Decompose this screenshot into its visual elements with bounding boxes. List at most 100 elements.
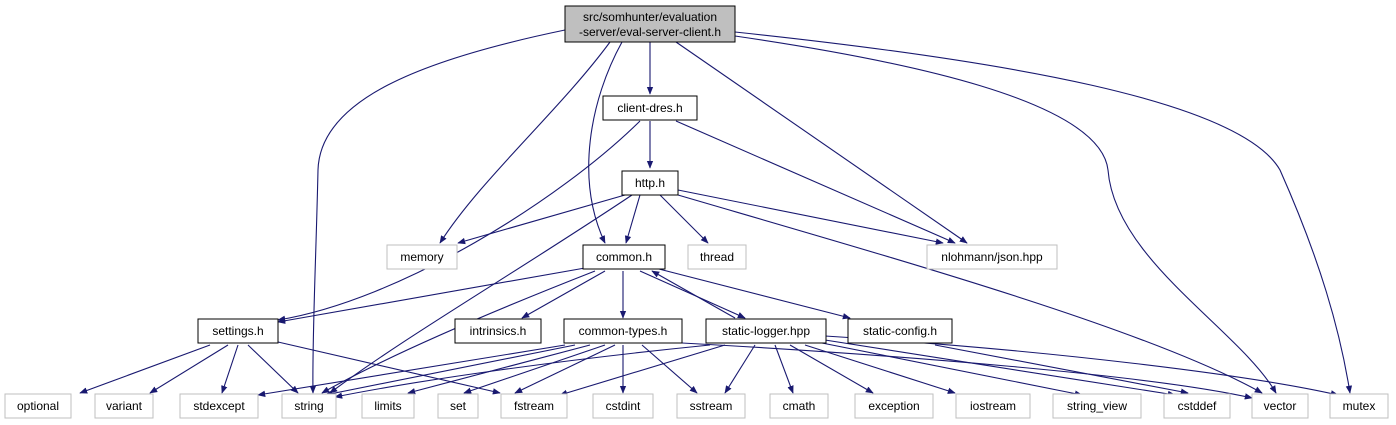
- node-cstddef[interactable]: cstddef: [1163, 393, 1231, 419]
- node-static-logger[interactable]: static-logger.hpp: [705, 318, 827, 344]
- nodes: src/somhunter/evaluation -server/eval-se…: [4, 5, 1389, 419]
- edge-settings-to-fstream: [277, 341, 501, 395]
- node-string-view-label: string_view: [1067, 399, 1127, 413]
- edge-common-to-string: [321, 270, 596, 394]
- node-static-config[interactable]: static-config.h: [847, 318, 953, 344]
- edge-static-logger-to-string-view: [821, 342, 1083, 397]
- node-thread-label: thread: [700, 250, 734, 264]
- node-iostream[interactable]: iostream: [955, 393, 1031, 419]
- edge-root-to-vector: [734, 35, 1277, 394]
- node-variant[interactable]: variant: [94, 393, 154, 419]
- node-vector-label: vector: [1264, 399, 1297, 413]
- node-fstream[interactable]: fstream: [500, 393, 568, 419]
- edge-root-to-string: [309, 29, 566, 394]
- node-memory-label: memory: [400, 250, 443, 264]
- node-optional[interactable]: optional: [4, 393, 72, 419]
- node-common-types-label: common-types.h: [579, 324, 668, 338]
- node-root-label-line2: -server/eval-server-client.h: [579, 25, 721, 39]
- edge-common-types-to-sstream: [641, 344, 698, 394]
- edge-static-logger-to-sstream: [724, 344, 756, 394]
- edge-static-logger-to-fstream: [559, 344, 726, 396]
- node-sstream[interactable]: sstream: [676, 393, 746, 419]
- node-settings-label: settings.h: [212, 324, 263, 338]
- edge-common-to-settings: [277, 267, 586, 324]
- edge-http-to-vector: [677, 194, 1263, 394]
- edge-http-to-string: [329, 194, 633, 394]
- node-common-label: common.h: [596, 250, 652, 264]
- node-mutex-label: mutex: [1343, 399, 1376, 413]
- node-sstream-label: sstream: [690, 399, 733, 413]
- node-stdexcept[interactable]: stdexcept: [179, 393, 259, 419]
- node-limits-label: limits: [374, 399, 401, 413]
- node-cmath[interactable]: cmath: [769, 393, 829, 419]
- node-cmath-label: cmath: [783, 399, 816, 413]
- edge-settings-to-optional: [79, 344, 211, 394]
- edge-client-dres-to-settings: [277, 120, 641, 322]
- node-thread[interactable]: thread: [687, 244, 747, 270]
- node-client-dres-label: client-dres.h: [617, 101, 682, 115]
- node-string-view[interactable]: string_view: [1052, 393, 1142, 419]
- node-common-types[interactable]: common-types.h: [563, 318, 683, 344]
- edge-client-dres-to-json: [675, 120, 956, 244]
- edge-static-logger-to-cstddef: [824, 339, 1176, 398]
- node-iostream-label: iostream: [970, 399, 1016, 413]
- edge-http-to-json: [677, 189, 944, 245]
- edge-settings-to-stdexcept: [221, 344, 239, 394]
- node-variant-label: variant: [106, 399, 143, 413]
- edge-common-types-to-vector: [681, 342, 1253, 400]
- node-http-label: http.h: [635, 176, 665, 190]
- node-exception[interactable]: exception: [854, 393, 934, 419]
- edge-root-to-json: [675, 41, 968, 244]
- edge-common-types-to-limits: [407, 344, 591, 395]
- node-vector[interactable]: vector: [1251, 393, 1309, 419]
- edge-settings-to-variant: [149, 344, 229, 394]
- node-json-label: nlohmann/json.hpp: [941, 250, 1043, 264]
- edge-http-to-memory: [457, 194, 626, 245]
- node-settings[interactable]: settings.h: [197, 318, 279, 344]
- node-client-dres[interactable]: client-dres.h: [602, 95, 698, 121]
- node-common[interactable]: common.h: [582, 244, 666, 270]
- edge-common-to-static-config: [654, 267, 851, 320]
- edges: [79, 29, 1353, 400]
- node-string[interactable]: string: [281, 393, 337, 419]
- node-root-label-line1: src/somhunter/evaluation: [583, 10, 717, 24]
- node-intrinsics[interactable]: intrinsics.h: [454, 318, 542, 344]
- edge-common-to-intrinsics: [521, 270, 606, 319]
- node-memory[interactable]: memory: [386, 244, 458, 270]
- node-mutex[interactable]: mutex: [1329, 393, 1389, 419]
- node-cstdint[interactable]: cstdint: [592, 393, 654, 419]
- node-fstream-label: fstream: [514, 399, 554, 413]
- node-set-label: set: [450, 399, 467, 413]
- node-exception-label: exception: [868, 399, 919, 413]
- node-string-label: string: [294, 399, 323, 413]
- edge-common-types-to-stdexcept: [257, 344, 566, 398]
- node-cstdint-label: cstdint: [606, 399, 641, 413]
- edge-static-logger-to-cmath: [774, 344, 794, 394]
- edge-static-logger-to-string: [334, 344, 711, 399]
- node-root[interactable]: src/somhunter/evaluation -server/eval-se…: [564, 5, 736, 43]
- edge-http-to-thread: [659, 194, 709, 244]
- edge-static-logger-to-iostream: [804, 344, 956, 394]
- node-json[interactable]: nlohmann/json.hpp: [926, 244, 1058, 270]
- edge-http-to-common: [624, 194, 641, 244]
- edge-static-logger-to-exception: [789, 344, 874, 394]
- edge-root-to-mutex: [734, 31, 1353, 394]
- node-static-logger-label: static-logger.hpp: [722, 324, 810, 338]
- edge-static-logger-to-mutex: [824, 335, 1339, 397]
- node-optional-label: optional: [17, 399, 59, 413]
- node-set[interactable]: set: [437, 393, 479, 419]
- edge-common-types-to-string: [324, 344, 576, 397]
- node-limits[interactable]: limits: [361, 393, 415, 419]
- node-intrinsics-label: intrinsics.h: [470, 324, 527, 338]
- node-stdexcept-label: stdexcept: [193, 399, 245, 413]
- edge-settings-to-string: [247, 344, 299, 394]
- node-cstddef-label: cstddef: [1178, 399, 1217, 413]
- edge-common-types-to-set: [463, 344, 606, 394]
- edge-common-types-to-fstream: [514, 344, 616, 394]
- node-static-config-label: static-config.h: [863, 324, 937, 338]
- node-http[interactable]: http.h: [621, 170, 679, 196]
- edge-root-to-memory: [439, 41, 611, 244]
- edge-static-logger-to-common: [651, 270, 736, 319]
- edge-static-config-to-cstddef: [934, 344, 1189, 395]
